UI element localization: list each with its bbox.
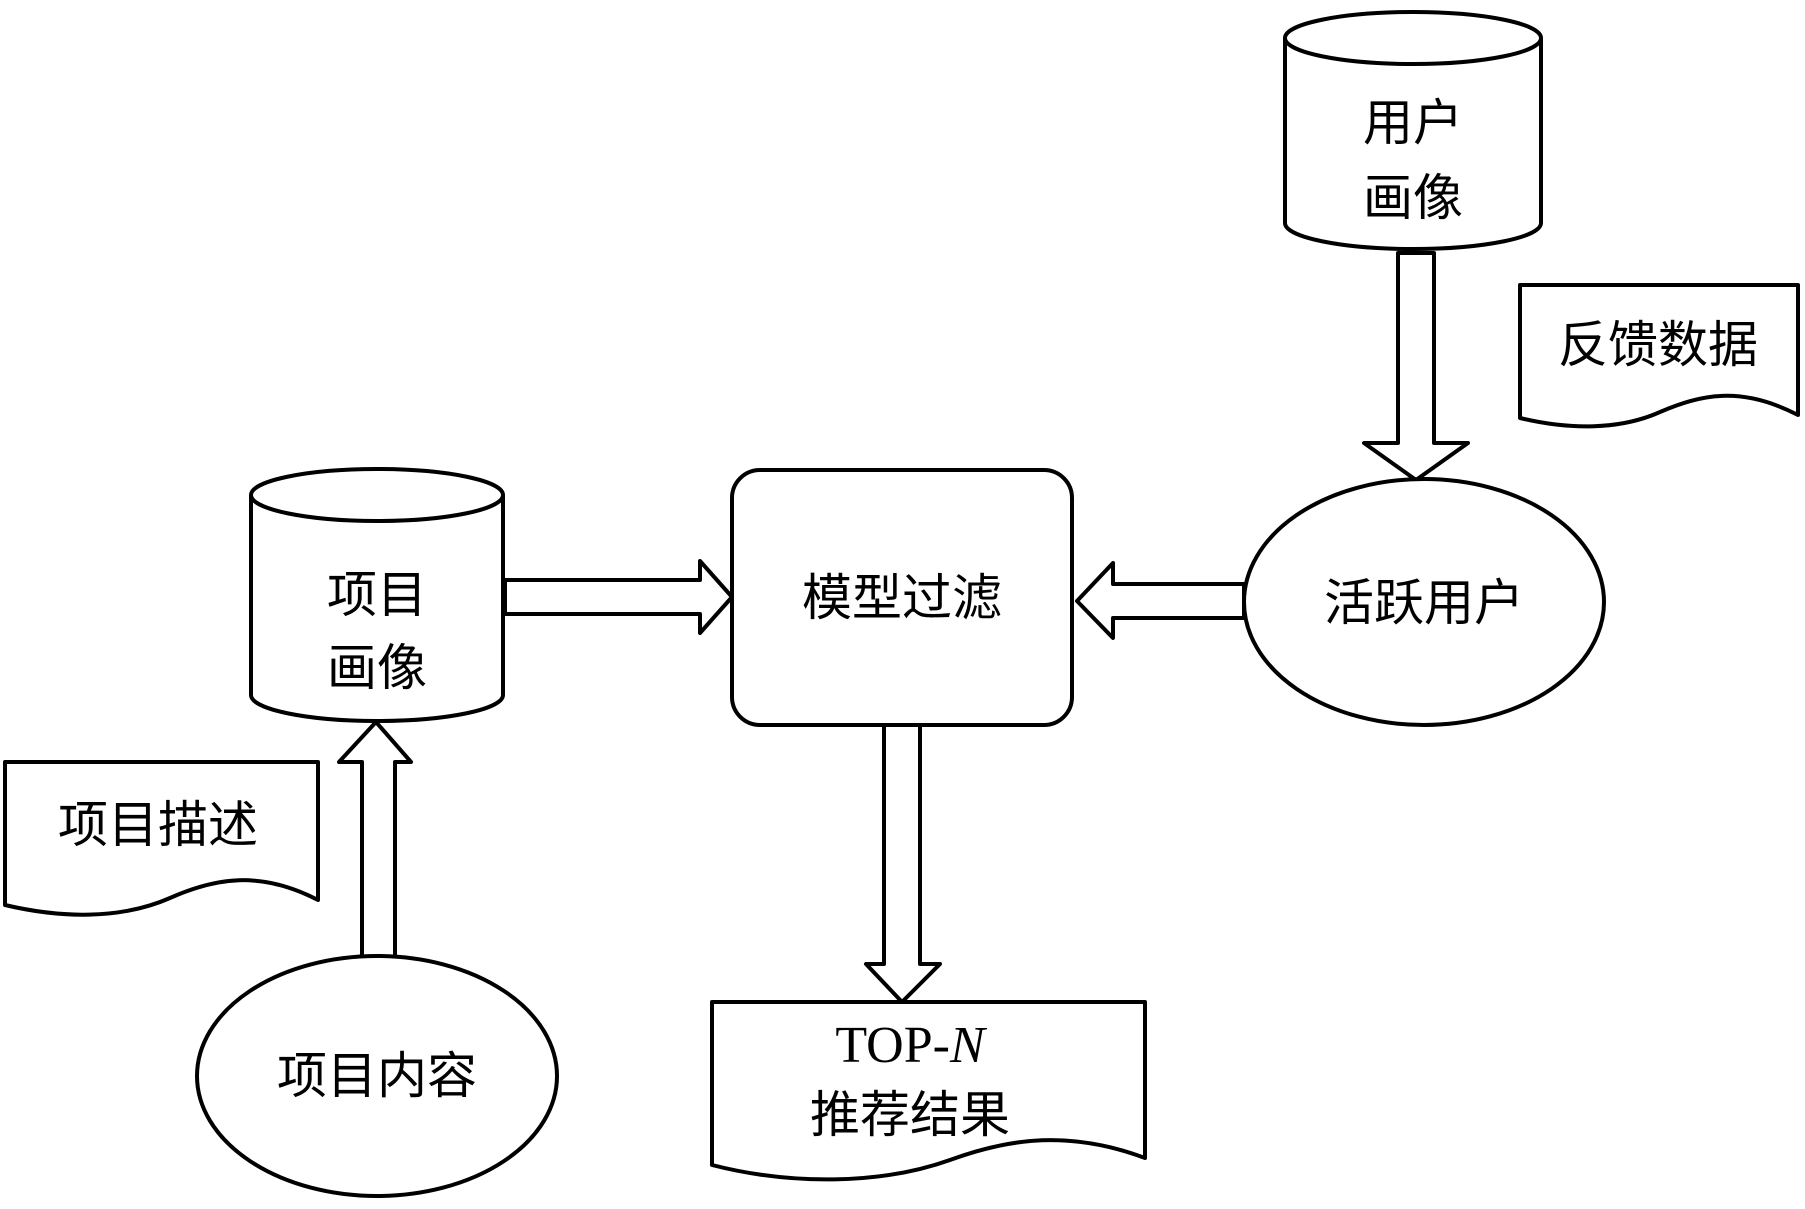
top-n-result-label-line1: TOP-N	[835, 1017, 988, 1074]
arrow-item-profile-to-model-filter	[503, 559, 734, 635]
user-profile-label-line1: 用户	[1363, 94, 1463, 152]
feedback-data-node: 反馈数据	[1518, 283, 1800, 429]
feedback-data-label: 反馈数据	[1558, 316, 1758, 374]
model-filter-node: 模型过滤	[730, 468, 1074, 727]
item-profile-cylinder	[249, 467, 505, 723]
item-description-node: 项目描述	[3, 760, 320, 917]
item-profile-label-line2: 画像	[327, 639, 427, 697]
user-profile-cylinder	[1283, 10, 1543, 251]
top-n-result-node: TOP-N 推荐结果	[710, 1000, 1147, 1182]
arrow-item-content-to-item-profile	[337, 720, 413, 959]
active-users-ellipse	[1242, 477, 1606, 727]
top-n-result-document	[710, 1000, 1147, 1182]
model-filter-box	[730, 468, 1074, 727]
item-description-label: 项目描述	[58, 796, 258, 854]
model-filter-label: 模型过滤	[802, 569, 1002, 627]
top-n-italic-n: N	[949, 1017, 988, 1074]
arrow-user-profile-to-active-users	[1362, 251, 1470, 482]
item-content-label: 项目内容	[277, 1047, 477, 1105]
item-content-node: 项目内容	[195, 954, 559, 1198]
item-profile-node: 项目 画像	[249, 467, 505, 723]
top-n-result-label-line2: 推荐结果	[810, 1086, 1010, 1144]
top-n-prefix: TOP-	[835, 1017, 950, 1074]
active-users-label: 活跃用户	[1324, 574, 1524, 632]
feedback-data-document	[1518, 283, 1800, 429]
item-profile-label-line1: 项目	[327, 566, 427, 624]
active-users-node: 活跃用户	[1242, 477, 1606, 727]
item-description-document	[3, 760, 320, 917]
user-profile-label-line2: 画像	[1363, 169, 1463, 227]
user-profile-node: 用户 画像	[1283, 10, 1543, 251]
item-content-ellipse	[195, 954, 559, 1198]
arrow-model-filter-to-top-n	[864, 722, 942, 1004]
arrow-active-users-to-model-filter	[1075, 561, 1246, 640]
